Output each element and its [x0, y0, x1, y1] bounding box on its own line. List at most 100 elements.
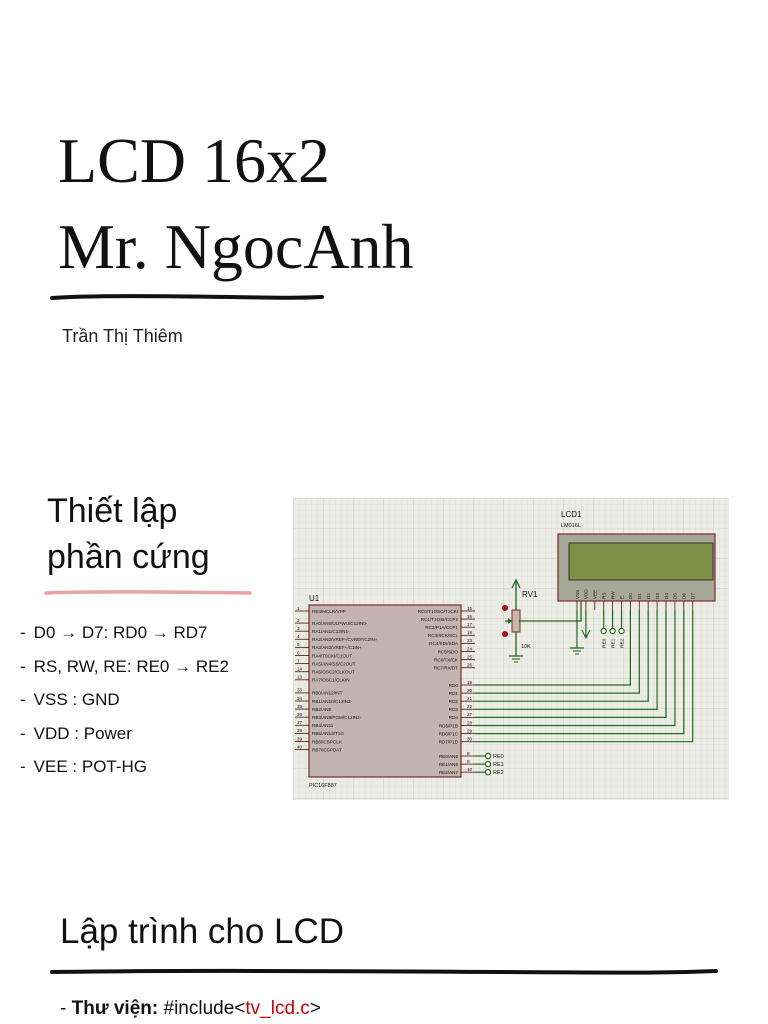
pot-ref: RV1: [522, 590, 538, 599]
mcu-pin-number: 8: [467, 751, 470, 756]
mcu-pin-name: RA4/T0CKI/C1OUT: [312, 653, 352, 658]
net-label: RE2: [493, 770, 504, 776]
mcu-pin-name: RE1/AN6: [439, 762, 459, 767]
mcu-pin-number: 25: [467, 654, 473, 659]
hardware-heading: Thiết lập phần cứng: [47, 488, 210, 580]
lcd-pin-name: RS: [602, 593, 607, 599]
list-item-text: D0 → D7: RD0 → RD7: [33, 623, 208, 642]
mcu-pin-name: RD7/P1D: [439, 740, 459, 745]
lcd-pin-name: D1: [637, 593, 642, 599]
mcu-pin-number: 16: [467, 614, 473, 619]
mcu-pin-number: 38: [297, 728, 303, 733]
net-terminal: [609, 627, 616, 635]
mcu-part: PIC16F887: [309, 783, 337, 789]
net-label: RE1: [610, 638, 616, 648]
mcu-pin-name: RC3/SCK/SCL: [428, 633, 459, 638]
mcu-pin-number: 13: [297, 675, 303, 680]
mcu-pin-number: 7: [297, 658, 300, 663]
hardware-heading-underline-stroke: [44, 590, 252, 595]
mcu-pin-number: 5: [297, 642, 300, 647]
data-wire: [475, 610, 685, 735]
mcu-pin-number: 4: [297, 634, 300, 639]
mcu-pin-name: RD3: [449, 707, 459, 712]
mcu-pin-number: 26: [467, 663, 473, 668]
mcu-pin-name: RC4/SDI/SDA: [429, 641, 459, 646]
mcu-pin-number: 35: [297, 704, 303, 709]
net-terminal: [618, 627, 625, 635]
mcu-pin-number: 33: [297, 688, 303, 693]
mcu-pin-name: RA6/OSC2/CLKOUT: [312, 670, 355, 675]
mcu-pin-name: RA2/AN2/VREF-/CVREF/C2IN+: [312, 637, 378, 642]
data-wire: [475, 610, 649, 702]
lcd-pin-name: E: [619, 596, 624, 599]
mcu-pin-name: RE0/AN5: [439, 754, 459, 759]
mcu-pin-name: RB1/AN10/C12IN3-: [312, 699, 353, 704]
mcu-pin-number: 37: [297, 720, 303, 725]
hardware-heading-line-1: Thiết lập: [47, 492, 178, 530]
data-wire: [475, 610, 640, 694]
author-name: Trần Thị Thiêm: [62, 326, 183, 346]
mcu-pin-number: 22: [467, 704, 473, 709]
mcu-pin-name: RC7/RX/DT: [434, 666, 458, 671]
library-label: Thư viện:: [71, 998, 159, 1019]
lcd-pin-name: D2: [646, 593, 651, 599]
mcu-pin-number: 21: [467, 696, 473, 701]
library-file: tv_lcd.c: [245, 998, 310, 1019]
mcu-pin-name: RA1/AN1/C12IN1-: [312, 629, 350, 634]
lcd-ref: LCD1: [561, 510, 582, 519]
net-terminal: [484, 760, 492, 768]
mcu-pin-name: RE3/MCLR/VPP: [312, 609, 346, 614]
list-item-text: RS, RW, RE: RE0 → RE2: [33, 656, 229, 676]
data-wire: [475, 610, 631, 686]
mcu-pin-number: 19: [467, 680, 473, 685]
library-include-line: - Thư viện: #include<tv_lcd.c>: [60, 998, 321, 1019]
mcu-pin-name: RC6/TX/CK: [434, 657, 459, 662]
net-terminal: [600, 627, 607, 635]
list-item: -RS, RW, RE: RE0 → RE2: [20, 656, 229, 676]
mcu-pin-name: RD1: [449, 691, 459, 696]
potentiometer: RV1 10K: [502, 578, 582, 663]
title-line-2: Mr. NgocAnh: [58, 211, 414, 282]
data-wire: [475, 610, 694, 743]
mcu-pin-name: RB3/AN9/PGM/C12IN2-: [312, 715, 362, 720]
hardware-pin-list: -D0 → D7: RD0 → RD7 -RS, RW, RE: RE0 → R…: [20, 620, 229, 788]
list-item: -VEE : POT-HG: [20, 757, 148, 776]
list-item: -VDD : Power: [20, 723, 132, 743]
mcu-pin-name: RD5/P1B: [439, 723, 458, 728]
mcu-pin-number: 20: [467, 688, 473, 693]
net-label: RE0: [602, 638, 608, 648]
mcu-pin-name: RB2/AN8: [312, 707, 332, 712]
mcu-pin-number: 40: [297, 744, 303, 749]
data-wire: [475, 610, 667, 718]
mcu-pin-name: RC2/P1A/CCP1: [425, 625, 458, 630]
title-line-1: LCD 16x2: [58, 125, 330, 196]
net-label: RE0: [493, 754, 504, 760]
mcu-pin-number: 9: [467, 759, 470, 764]
mcu-pin-name: RE2/AN7: [439, 770, 459, 775]
mcu-pin-name: RD2: [449, 699, 459, 704]
lcd-pin-name: VEE: [593, 590, 598, 599]
title-underline-stroke: [50, 294, 324, 300]
lcd-pin-name: D7: [691, 593, 696, 599]
list-item: -VSS : GND: [20, 690, 120, 709]
mcu-pin-number: 29: [467, 728, 473, 733]
mcu-pin-number: 6: [297, 650, 300, 655]
mcu-pin-number: 2: [297, 618, 300, 623]
mcu-pin-number: 1: [297, 606, 300, 611]
mcu-pin-number: 34: [297, 696, 303, 701]
lcd-pin-name: D6: [682, 593, 687, 599]
data-wire: [475, 610, 658, 710]
lcd-pin-name: D3: [655, 593, 660, 599]
list-item-text: VEE : POT-HG: [33, 757, 148, 776]
list-item-text: VSS : GND: [33, 690, 120, 709]
mcu-pin-name: RD0: [449, 683, 459, 688]
mcu-pin-number: 14: [297, 667, 303, 672]
mcu-pin-number: 27: [467, 712, 473, 717]
pot-value: 10K: [521, 644, 531, 650]
mcu-pin-name: RB5/AN13/T1G: [312, 731, 344, 736]
microcontroller: U1 PIC16F887 1RE3/MCLR/VPP2RA0/AN0/ULPWU…: [295, 594, 475, 789]
power-arrow-icon: [581, 629, 591, 640]
